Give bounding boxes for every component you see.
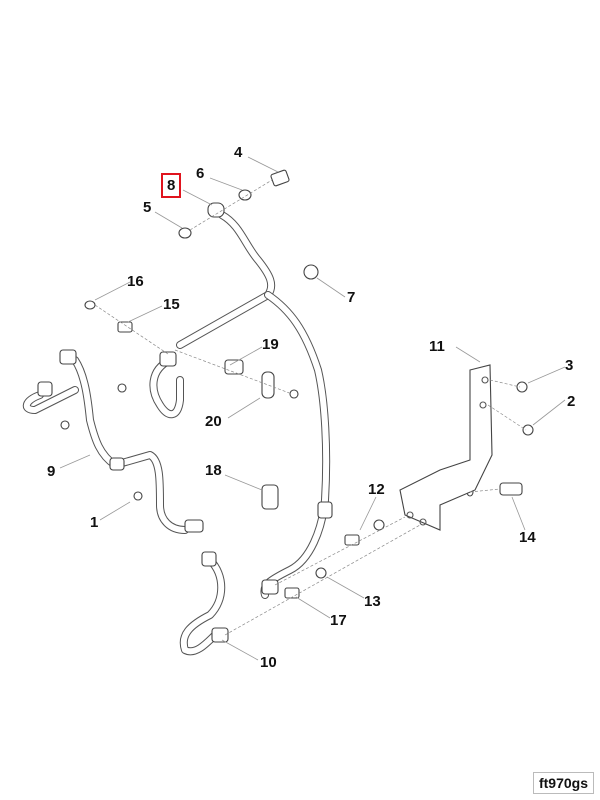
tube-assembly	[22, 202, 333, 656]
fittings	[60, 169, 534, 599]
bracket	[399, 364, 493, 531]
callout-20: 20	[205, 413, 222, 430]
assembly-lines	[94, 179, 527, 636]
callout-5: 5	[143, 199, 152, 216]
callout-19: 19	[262, 336, 279, 353]
callout-11: 11	[429, 338, 445, 355]
callout-13: 13	[364, 593, 381, 610]
leader-lines	[59, 156, 566, 661]
callout-10: 10	[260, 654, 277, 671]
callout-4: 4	[234, 144, 243, 161]
callout-6: 6	[196, 165, 205, 182]
callout-7: 7	[347, 289, 356, 306]
callout-12: 12	[368, 481, 385, 498]
callout-9: 9	[47, 463, 56, 480]
callout-18: 18	[205, 462, 222, 479]
callout-3: 3	[565, 357, 574, 374]
callout-8-highlighted: 8	[161, 173, 182, 198]
callout-1: 1	[90, 514, 99, 531]
callout-17: 17	[330, 612, 347, 629]
callout-16: 16	[127, 273, 144, 290]
callout-14: 14	[519, 529, 536, 546]
callout-15: 15	[163, 296, 180, 313]
callout-2: 2	[567, 393, 576, 410]
figure-id-label: ft970gs	[532, 772, 594, 794]
